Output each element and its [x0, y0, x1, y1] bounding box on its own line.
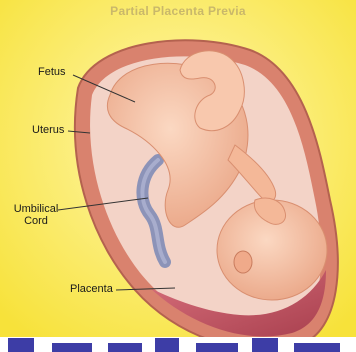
- label-umbilical-cord: Umbilical Cord: [6, 203, 66, 227]
- diagram-title: Partial Placenta Previa: [0, 4, 356, 18]
- fetus-ear: [234, 251, 252, 273]
- label-umbilical-cord-line2: Cord: [6, 215, 66, 227]
- label-fetus: Fetus: [38, 66, 66, 78]
- label-placenta: Placenta: [70, 283, 113, 295]
- label-uterus: Uterus: [32, 124, 64, 136]
- label-umbilical-cord-line1: Umbilical: [6, 203, 66, 215]
